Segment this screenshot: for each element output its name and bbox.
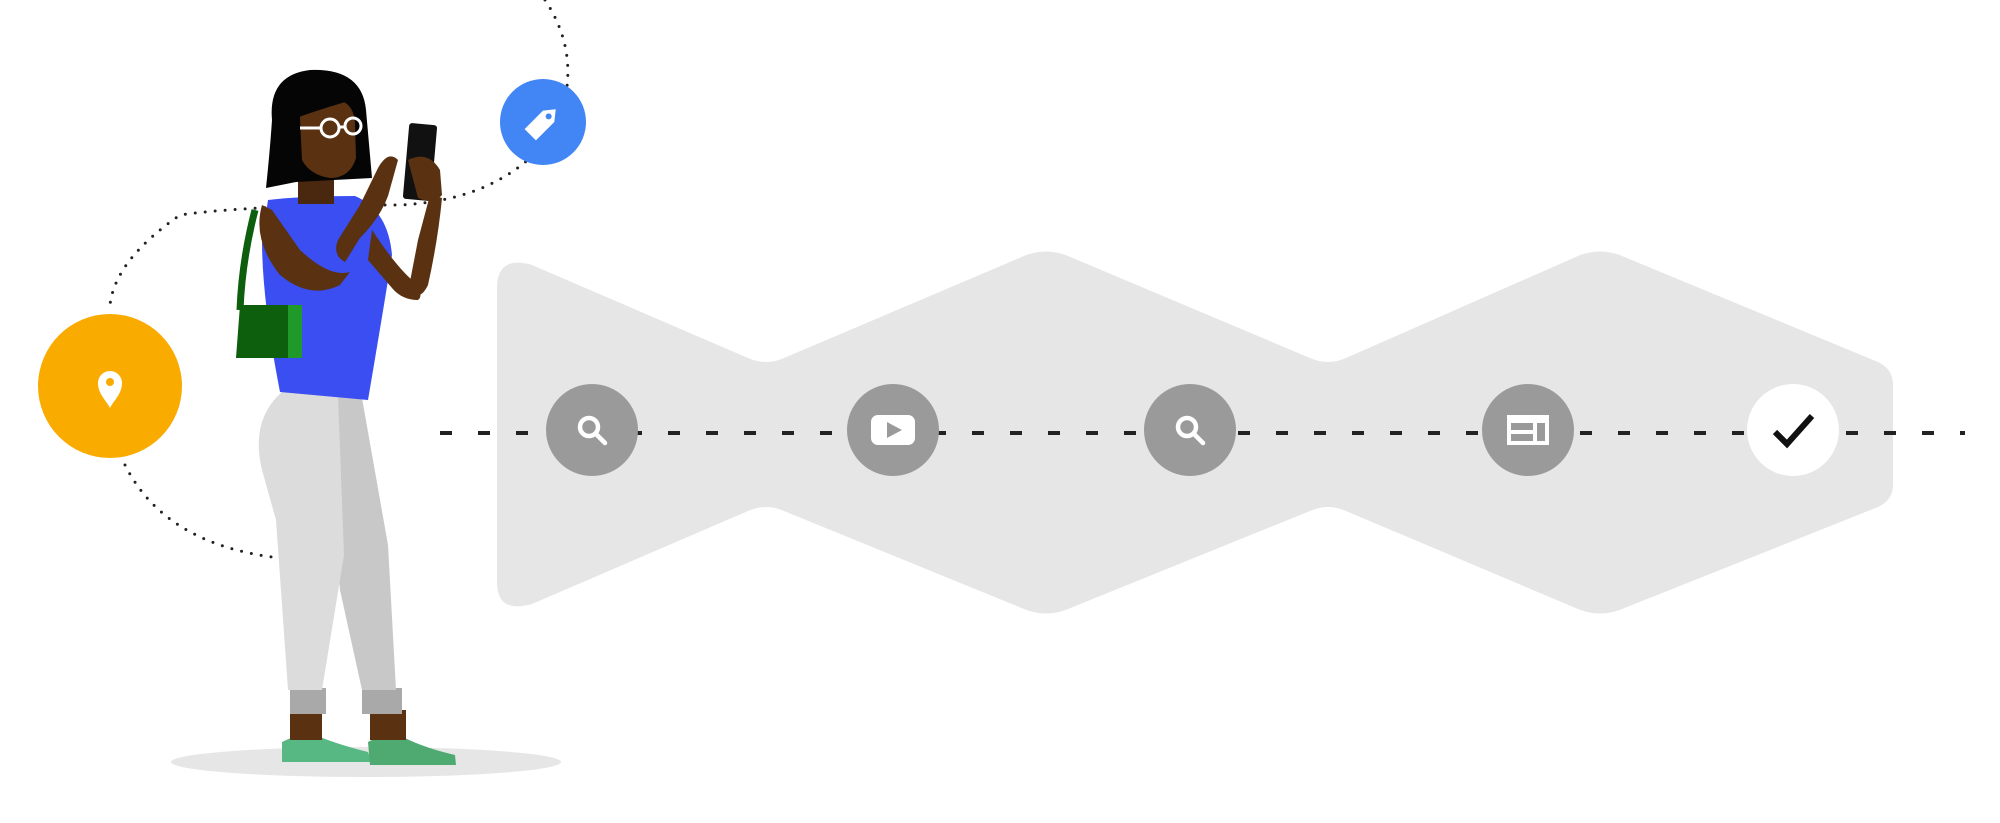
- journey-step-web-page: [1482, 384, 1574, 476]
- hair-bangs: [296, 85, 352, 118]
- left-sock: [290, 688, 326, 714]
- person-figure: [236, 69, 456, 765]
- journey-step-search-1: [546, 384, 638, 476]
- right-ankle: [370, 710, 406, 740]
- bag-strap: [236, 209, 259, 311]
- orbit-dotted-path-lower: [123, 463, 282, 560]
- left-pant-leg: [258, 392, 344, 690]
- left-ankle: [290, 710, 322, 740]
- search-icon: [1175, 415, 1206, 446]
- tag-bubble: [500, 79, 586, 165]
- bag-side: [288, 305, 302, 358]
- phone-arm: [408, 195, 442, 296]
- youtube-play-icon: [871, 415, 915, 445]
- left-arm: [259, 205, 350, 291]
- right-forearm: [368, 230, 421, 300]
- right-sock: [362, 688, 402, 714]
- location-bubble: [38, 314, 182, 458]
- right-shoe: [368, 735, 456, 765]
- left-shoe: [282, 735, 372, 762]
- web-page-icon: [1507, 415, 1549, 445]
- checkmark-icon: [1772, 414, 1815, 449]
- location-pin-icon: [98, 371, 122, 408]
- right-pant-leg: [330, 395, 396, 690]
- journey-step-video: [847, 384, 939, 476]
- shopping-bag: [236, 305, 300, 358]
- hand: [408, 156, 442, 201]
- glasses-icon: [300, 116, 363, 139]
- price-tag-icon: [524, 109, 556, 141]
- journey-step-complete: [1747, 384, 1839, 476]
- journey-step-search-2: [1144, 384, 1236, 476]
- search-icon: [577, 415, 608, 446]
- right-arm: [336, 156, 398, 262]
